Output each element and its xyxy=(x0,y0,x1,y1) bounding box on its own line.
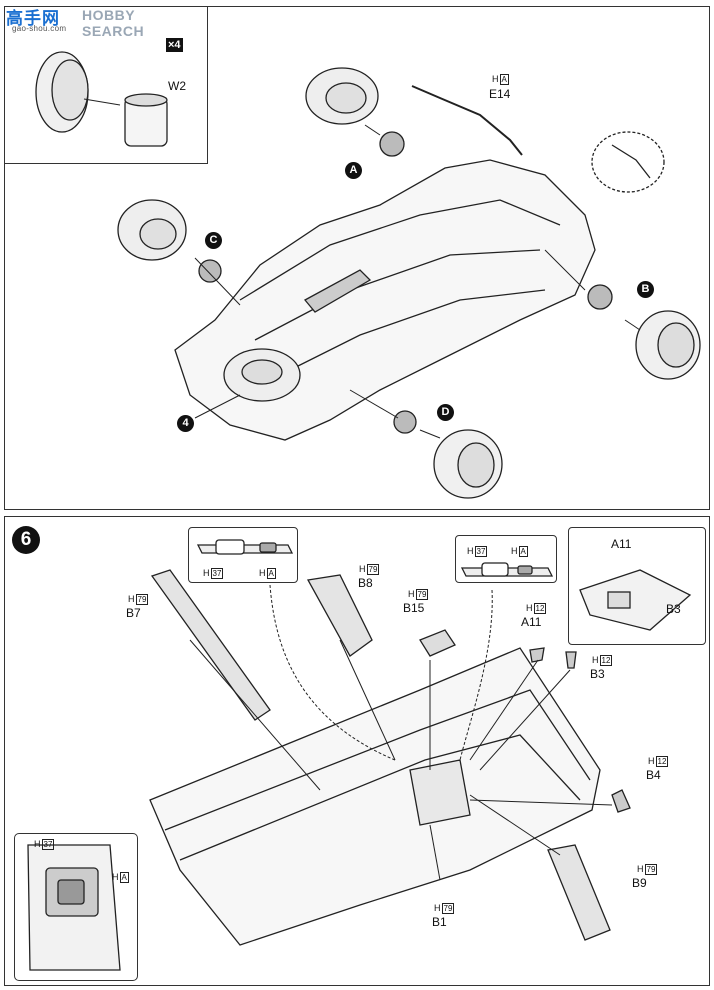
console-piece-b8 xyxy=(306,574,373,657)
switch-inset-left xyxy=(188,527,298,583)
label-b8: B8 xyxy=(358,576,373,590)
part-b4 xyxy=(611,789,631,813)
part-label-e14: E14 xyxy=(489,87,511,101)
side-panel-b7 xyxy=(150,569,271,721)
watermark-english: HOBBY SEARCH xyxy=(82,7,145,39)
watermark-chinese: 高手网 xyxy=(6,9,60,28)
detail-label-a11: A11 xyxy=(611,537,632,551)
callout-d: D xyxy=(437,404,454,421)
label-b4: B4 xyxy=(646,768,661,782)
callout-b: B xyxy=(637,281,654,298)
hub-a xyxy=(379,131,405,157)
callout-c: C xyxy=(205,232,222,249)
watermark-url: gao-shou.com xyxy=(12,24,67,33)
switch-inset-right xyxy=(455,535,557,583)
switch-panel-left xyxy=(196,544,294,554)
hub-b xyxy=(587,284,613,310)
wheel-inset-panel xyxy=(4,6,208,164)
step-number-6: 6 xyxy=(12,526,40,554)
console-detail-inset xyxy=(568,527,706,645)
callout-a: A xyxy=(345,162,362,179)
label-a11: A11 xyxy=(521,615,542,629)
quantity-badge: ×4 xyxy=(166,38,183,52)
rod-e14 xyxy=(411,85,523,156)
watermark-logo: 高手网 HOBBY SEARCH gao-shou.com xyxy=(4,2,164,39)
detail-label-b3: B3 xyxy=(666,602,681,616)
part-number-4: 4 xyxy=(177,415,194,432)
hub-c xyxy=(198,259,222,283)
step6-panel xyxy=(4,516,710,986)
part-label-w2: W2 xyxy=(168,79,186,93)
part-b3 xyxy=(565,651,577,669)
part-a11 xyxy=(529,647,545,663)
console-tunnel xyxy=(409,759,471,826)
label-b15: B15 xyxy=(403,601,425,615)
floor-pan xyxy=(149,647,601,946)
trim-b9 xyxy=(547,844,611,941)
label-b7: B7 xyxy=(126,606,141,620)
console-closeup-inset xyxy=(14,833,138,981)
hub-d xyxy=(393,410,417,434)
step5-panel xyxy=(4,6,710,510)
label-b9: B9 xyxy=(632,876,647,890)
console-lid-b15 xyxy=(419,629,456,657)
label-b1: B1 xyxy=(432,915,447,929)
label-b3: B3 xyxy=(590,667,605,681)
